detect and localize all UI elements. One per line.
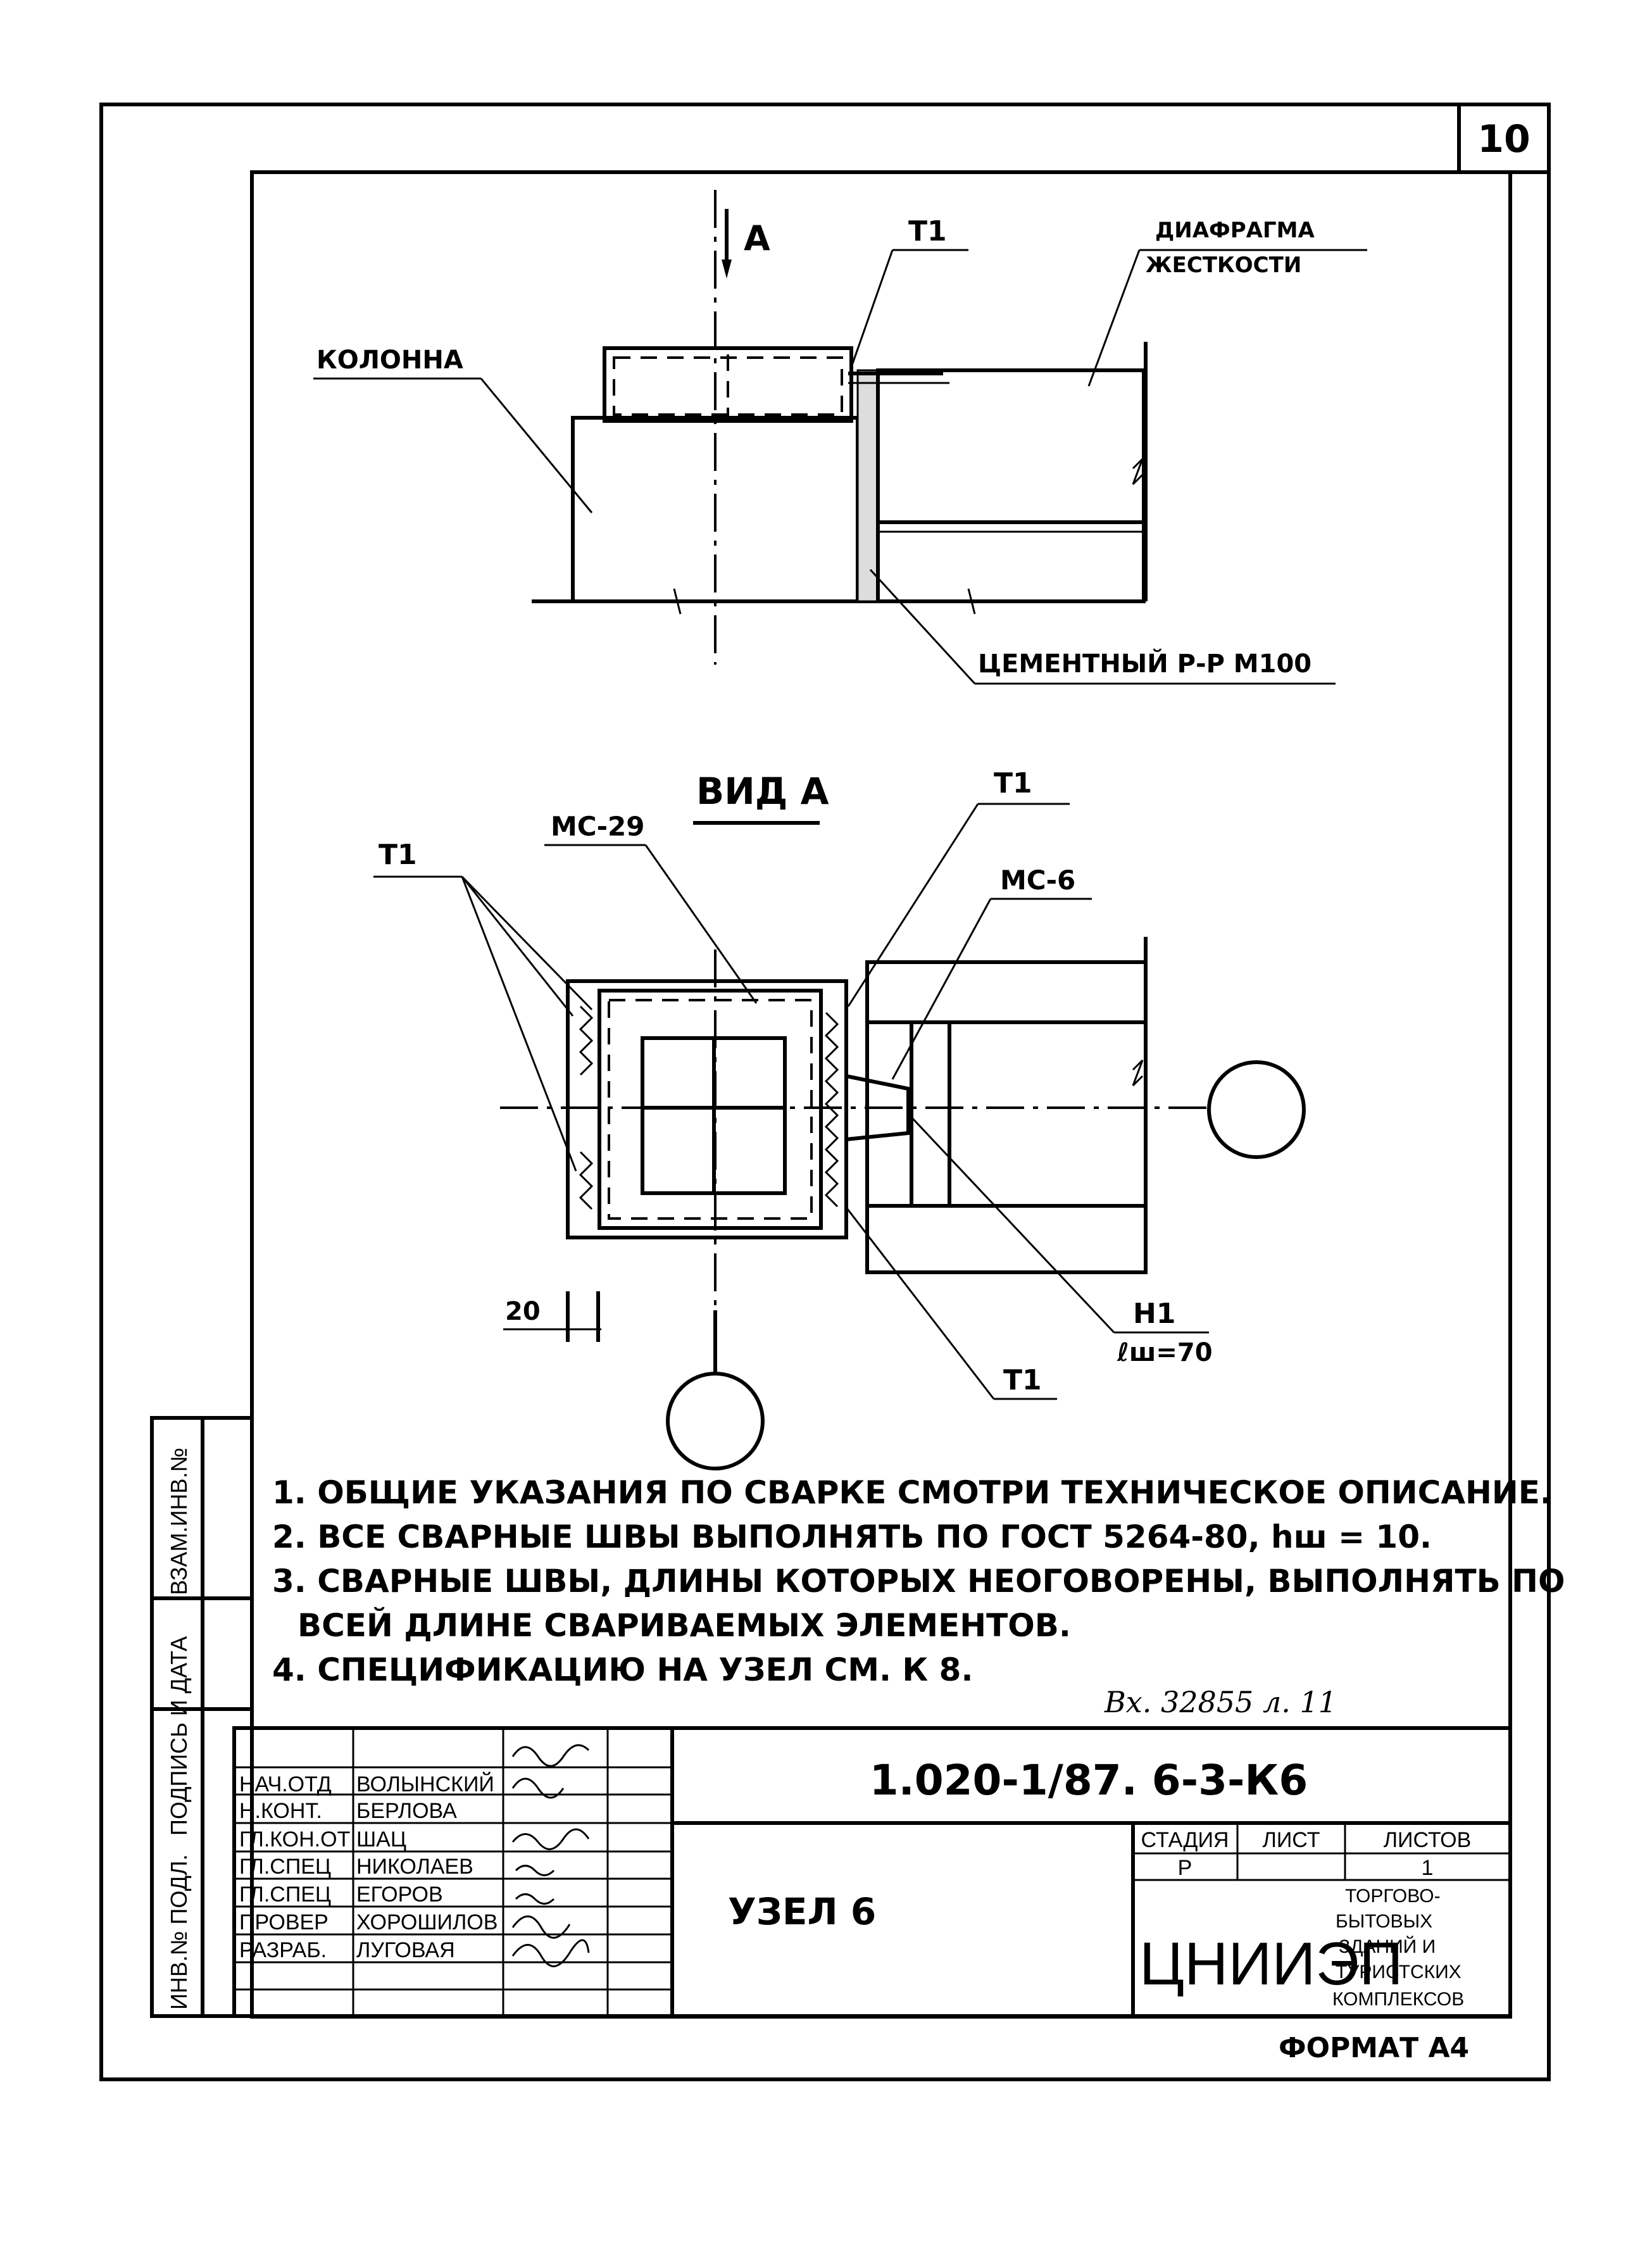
section-mark-a: А — [744, 218, 770, 258]
stamp-vzam: ВЗАМ.ИНВ.№ — [166, 1448, 192, 1595]
weld-h1-label: Н1 — [1133, 1298, 1175, 1330]
sheet-format: ФОРМАТ А4 — [1279, 2032, 1469, 2064]
org-desc-2: БЫТОВЫХ — [1336, 1911, 1432, 1932]
note-2: 2. ВСЕ СВАРНЫЕ ШВЫ ВЫПОЛНЯТЬ ПО ГОСТ 526… — [272, 1519, 1432, 1555]
note-1: 1. ОБЩИЕ УКАЗАНИЯ ПО СВАРКЕ СМОТРИ ТЕХНИ… — [272, 1474, 1552, 1511]
weld-t1-top-label: Т1 — [908, 215, 947, 247]
weld-t1-view-top-label: Т1 — [994, 767, 1032, 799]
role-6: ПРОВЕР — [239, 1910, 329, 1934]
note-3-cont: ВСЕЙ ДЛИНЕ СВАРИВАЕМЫХ ЭЛЕМЕНТОВ. — [297, 1607, 1071, 1644]
role-4: ГЛ.СПЕЦ — [239, 1855, 331, 1879]
name-4: НИКОЛАЕВ — [356, 1855, 473, 1879]
weld-t1-bottom-label: Т1 — [1003, 1364, 1042, 1396]
name-7: ЛУГОВАЯ — [356, 1938, 455, 1962]
name-1: ВОЛЫНСКИЙ — [356, 1772, 494, 1796]
org-desc-4: ТУРИСТСКИХ — [1336, 1962, 1462, 1983]
sheet-header: ЛИСТ — [1263, 1828, 1320, 1852]
name-5: ЕГОРОВ — [356, 1883, 443, 1907]
title-block: НАЧ.ОТД ВОЛЫНСКИЙ Н.КОНТ. БЕРЛОВА ГЛ.КОН… — [232, 1726, 1512, 2018]
sheet-title: УЗЕЛ 6 — [728, 1890, 876, 1933]
incoming-number: Вх. 32855 л. 11 — [1104, 1685, 1337, 1719]
role-7: РАЗРАБ. — [239, 1938, 327, 1962]
name-2: БЕРЛОВА — [356, 1799, 457, 1823]
diaphragm-label-1: ДИАФРАГМА — [1155, 218, 1315, 243]
mc6-label: МС-6 — [1000, 865, 1075, 896]
notes: 1. ОБЩИЕ УКАЗАНИЯ ПО СВАРКЕ СМОТРИ ТЕХНИ… — [272, 1474, 1565, 1719]
weld-t1-left-label: Т1 — [379, 839, 417, 871]
name-6: ХОРОШИЛОВ — [356, 1910, 498, 1934]
diaphragm — [876, 368, 1146, 603]
org-desc-1: ТОРГОВО- — [1345, 1886, 1441, 1907]
role-5: ГЛ.СПЕЦ — [239, 1883, 331, 1907]
top-view: А КОЛОННА Т1 ДИАФРАГМА ЖЕСТКОСТИ ЦЕМЕНТН… — [313, 190, 1367, 685]
axis-marker-right — [1207, 1060, 1306, 1159]
role-2: Н.КОНТ. — [239, 1799, 322, 1823]
weld-h1-length: ℓш=70 — [1117, 1338, 1213, 1367]
stamp-podpis: ПОДПИСЬ И ДАТА — [166, 1636, 192, 1836]
sheet-number: 10 — [1477, 117, 1530, 161]
mc6-connector — [844, 1074, 910, 1142]
diaphragm-label-2: ЖЕСТКОСТИ — [1146, 253, 1301, 278]
outer-frame — [99, 103, 1551, 2081]
mc29-label: МС-29 — [551, 811, 645, 842]
dim-20-label: 20 — [505, 1297, 541, 1326]
note-3: 3. СВАРНЫЕ ШВЫ, ДЛИНЫ КОТОРЫХ НЕОГОВОРЕН… — [272, 1563, 1565, 1600]
stage-header: СТАДИЯ — [1141, 1828, 1229, 1852]
sheet-number-box — [1457, 103, 1551, 174]
column-label: КОЛОННА — [316, 346, 463, 375]
side-stamp: ИНВ.№ ПОДЛ. ПОДПИСЬ И ДАТА ВЗАМ.ИНВ.№ — [150, 1416, 254, 2018]
role-1: НАЧ.ОТД — [239, 1772, 332, 1796]
designation: 1.020-1/87. 6-3-К6 — [870, 1756, 1308, 1805]
role-3: ГЛ.КОН.ОТ — [239, 1827, 350, 1851]
view-a: ВИД А МС-29 Т1 — [373, 767, 1306, 1470]
stage-value: Р — [1178, 1856, 1192, 1880]
cement-label: ЦЕМЕНТНЫЙ Р-Р М100 — [978, 648, 1311, 679]
org-desc-5: КОМПЛЕКСОВ — [1332, 1989, 1464, 2010]
org-logo: ЦНИИЭП — [1139, 1930, 1403, 1998]
name-3: ШАЦ — [356, 1827, 406, 1851]
column-head — [603, 346, 853, 423]
stamp-inv-podl: ИНВ.№ ПОДЛ. — [166, 1854, 192, 2010]
org-desc-3: ЗДАНИЙ И — [1339, 1936, 1436, 1957]
sheets-value: 1 — [1422, 1856, 1434, 1880]
mc29-dashed — [608, 999, 813, 1220]
note-4: 4. СПЕЦИФИКАЦИЮ НА УЗЕЛ СМ. К 8. — [272, 1651, 973, 1688]
sheets-header: ЛИСТОВ — [1384, 1828, 1472, 1852]
axis-marker-bottom — [666, 1372, 765, 1470]
view-a-title: ВИД А — [696, 770, 829, 813]
cement-mortar — [856, 369, 879, 603]
inner-frame — [250, 170, 1512, 2019]
